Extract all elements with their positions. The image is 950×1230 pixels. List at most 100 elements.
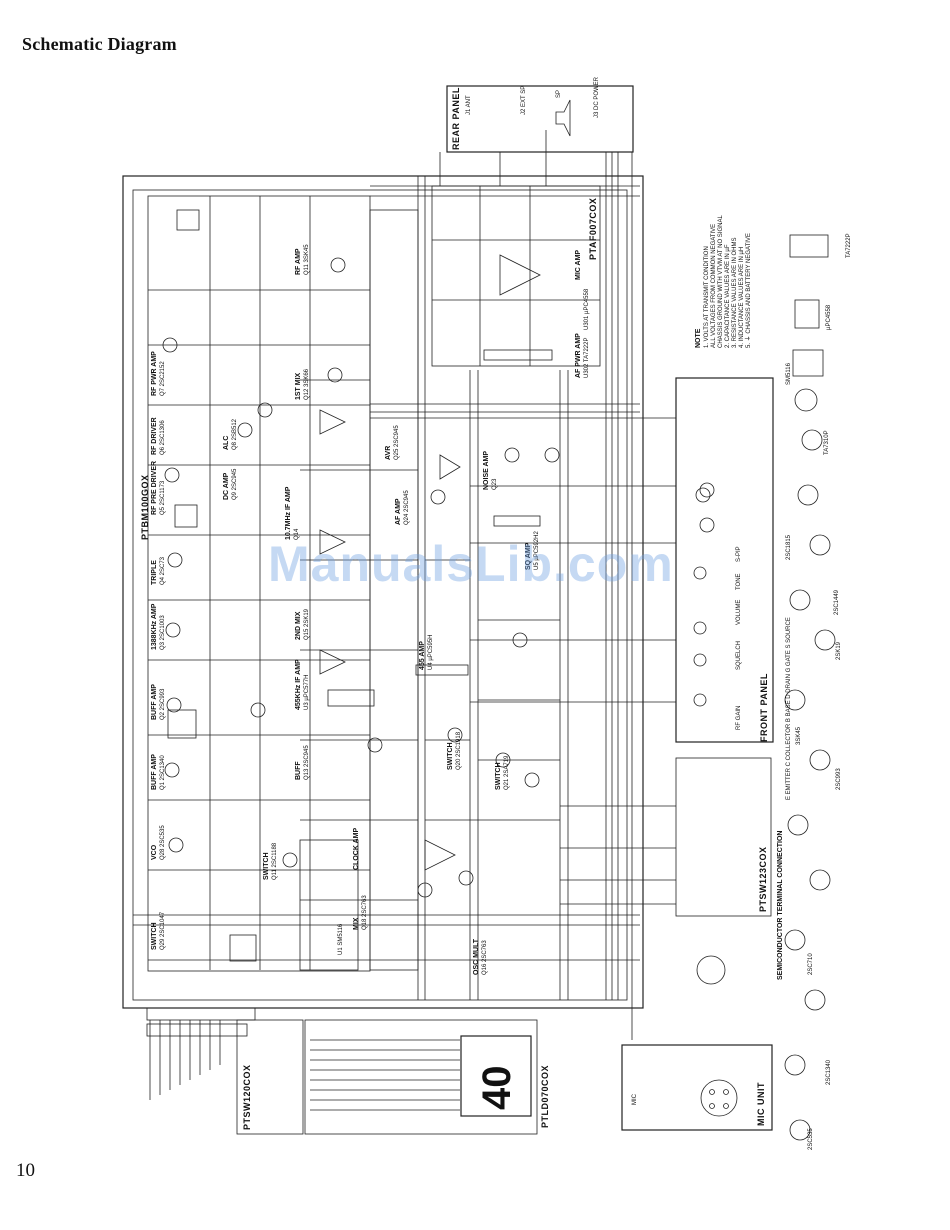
- mic-label: MIC: [632, 1093, 638, 1105]
- device-label: SM5116: [786, 362, 792, 385]
- stage-label: 1388KHz AMP: [151, 603, 158, 650]
- control-label: RF GAIN: [736, 706, 742, 730]
- device-label: 2SC993: [836, 768, 842, 790]
- device-label: TA7310P: [824, 430, 830, 455]
- watermark: ManualsLib.com: [268, 536, 674, 592]
- device-label: 2SC710: [808, 953, 814, 975]
- stage-label: RF PRE DRIVER: [151, 461, 158, 515]
- stage-label: U302 TA7222P: [584, 338, 590, 378]
- stage-label: Q7 2SC2152: [160, 361, 166, 396]
- ptaf-board-label: PTAF007COX: [588, 198, 598, 260]
- rear-panel-item: J2 EXT SP: [521, 86, 527, 115]
- stage-label: ALC: [223, 436, 230, 450]
- stage-label: AF PWR AMP: [575, 333, 582, 378]
- stage-label: AF AMP: [395, 498, 402, 525]
- stage-label: SWITCH: [151, 922, 158, 950]
- device-label: µPC4558: [826, 304, 832, 330]
- page-title: Schematic Diagram: [22, 34, 177, 54]
- stage-label: MIX: [353, 917, 360, 930]
- note-line: 3. RESISTANCE VALUES ARE IN OHMS: [732, 238, 738, 348]
- stage-label: SWITCH: [263, 852, 270, 880]
- stage-label: Q23: [492, 478, 498, 490]
- stage-label: Q11 2SC1188: [272, 842, 278, 880]
- page-number: 10: [16, 1160, 35, 1181]
- stage-label: Q6 2SC1306: [160, 420, 166, 455]
- control-label: S-PIP: [736, 546, 742, 562]
- stage-label: BUFF AMP: [151, 684, 158, 720]
- note-line: 2. CAPACITANCE VALUES ARE IN µF: [725, 244, 731, 348]
- stage-label: Q25 2SC945: [394, 425, 400, 460]
- stage-label: CLOCK AMP: [353, 828, 360, 870]
- stage-label: U3 µPC577H: [304, 675, 310, 710]
- stage-label: MIC AMP: [575, 250, 582, 280]
- stage-label: BUFF: [295, 761, 302, 780]
- stage-label: SWITCH: [495, 762, 502, 790]
- stage-label: U5 µPC592H2: [534, 531, 540, 570]
- stage-label: Q2 2SC993: [160, 688, 166, 720]
- mic-unit-label: MIC UNIT: [756, 1082, 766, 1126]
- control-label: VOLUME: [736, 600, 742, 625]
- control-label: TONE: [736, 573, 742, 590]
- stage-label: 2ND MIX: [295, 611, 302, 640]
- stage-label: U301 µPC4558: [584, 288, 590, 330]
- stage-label: RF PWR AMP: [151, 351, 158, 396]
- stage-label: DC AMP: [223, 472, 230, 500]
- notes-block: NOTE 1. VOLTS AT TRANSMIT CONDITION ALL …: [695, 215, 752, 348]
- stage-label: Q28 2SC535: [160, 825, 166, 860]
- note-line: CHASSIS GROUND WITH VTVM AT NO SIGNAL: [718, 215, 724, 348]
- stage-labels: RF PWR AMP Q7 2SC2152 RF DRIVER Q6 2SC13…: [151, 244, 590, 975]
- stage-label: OSC MULT: [473, 938, 480, 975]
- rear-panel-item: J3 DC POWER: [594, 76, 600, 118]
- stage-label: AVR: [385, 446, 392, 460]
- stage-label: Q4 2SC73: [160, 556, 166, 585]
- semiconductor-legend: E EMITTER C COLLECTOR B BASE D DRAIN G G…: [786, 617, 792, 800]
- ptsw120-board-label: PTSW120COX: [242, 1064, 252, 1130]
- stage-label: Q14: [294, 528, 300, 540]
- stage-label: Q24 2SC945: [404, 490, 410, 525]
- control-label: SQUELCH: [736, 641, 742, 670]
- note-line: 5. ⏚ CHASSIS AND BATTERY NEGATIVE: [745, 233, 752, 348]
- stage-label: SWITCH: [447, 742, 454, 770]
- semiconductor-connections: SEMICONDUCTOR TERMINAL CONNECTION E EMIT…: [777, 233, 852, 1150]
- device-label: 2SC1815: [786, 534, 792, 560]
- semiconductor-heading: SEMICONDUCTOR TERMINAL CONNECTION: [777, 831, 784, 980]
- stage-label: Q8 2SB512: [232, 418, 238, 450]
- stage-label: U1 SM5116: [338, 923, 344, 955]
- stage-label: TRIPLE: [151, 560, 158, 585]
- stage-label: 455 AMP: [419, 641, 426, 670]
- stage-label: 10.7MHz IF AMP: [285, 486, 292, 540]
- stage-label: Q15 2SK19: [304, 608, 310, 640]
- stage-label: 455KHz IF AMP: [295, 659, 302, 710]
- stage-label: Q5 2SC1173: [160, 480, 166, 515]
- stage-label: Q21 2SA719: [504, 755, 510, 790]
- stage-label: RF DRIVER: [151, 417, 158, 455]
- stage-label: Q9 2SC945: [232, 468, 238, 500]
- rear-panel-item: SP: [556, 90, 562, 98]
- stage-label: Q13 2SC945: [304, 745, 310, 780]
- ptbm-board-label: PTBM100GOX: [140, 474, 150, 540]
- stage-label: BUFF AMP: [151, 754, 158, 790]
- stage-label: Q12 3SK66: [304, 368, 310, 400]
- front-panel-controls: RF GAIN SQUELCH VOLUME TONE S-PIP: [736, 546, 742, 730]
- note-line: 4. INDUCTANCE VALUES ARE IN µH: [739, 247, 745, 348]
- ptld-board-label: PTLD070COX: [540, 1065, 550, 1128]
- device-label: 2SC535: [808, 1128, 814, 1150]
- device-label: 2SC1340: [826, 1059, 832, 1085]
- stage-label: Q16 2SC763: [482, 940, 488, 975]
- stage-label: Q11 3SK45: [304, 244, 310, 275]
- stage-label: Q1 2SC1340: [160, 755, 166, 790]
- channel-display-digits: 40: [475, 1066, 519, 1111]
- device-label: 2SC1449: [834, 589, 840, 615]
- stage-label: Q29 2SC1047: [160, 911, 166, 950]
- note-line: ALL VOLTAGES FROM COMMON NEGATIVE: [711, 224, 717, 348]
- rear-panel-items: J1 ANT J2 EXT SP SP J3 DC POWER: [466, 76, 600, 118]
- stage-label: Q18 2SC763: [362, 895, 368, 930]
- rear-panel-item: J1 ANT: [466, 95, 472, 115]
- device-label: 2SK19: [836, 641, 842, 660]
- stage-label: U4 µPC595H: [428, 635, 434, 670]
- stage-label: RF AMP: [295, 248, 302, 275]
- stage-label: NOISE AMP: [483, 451, 490, 490]
- stage-label: VCO: [151, 844, 158, 860]
- front-panel-label: FRONT PANEL: [759, 673, 769, 742]
